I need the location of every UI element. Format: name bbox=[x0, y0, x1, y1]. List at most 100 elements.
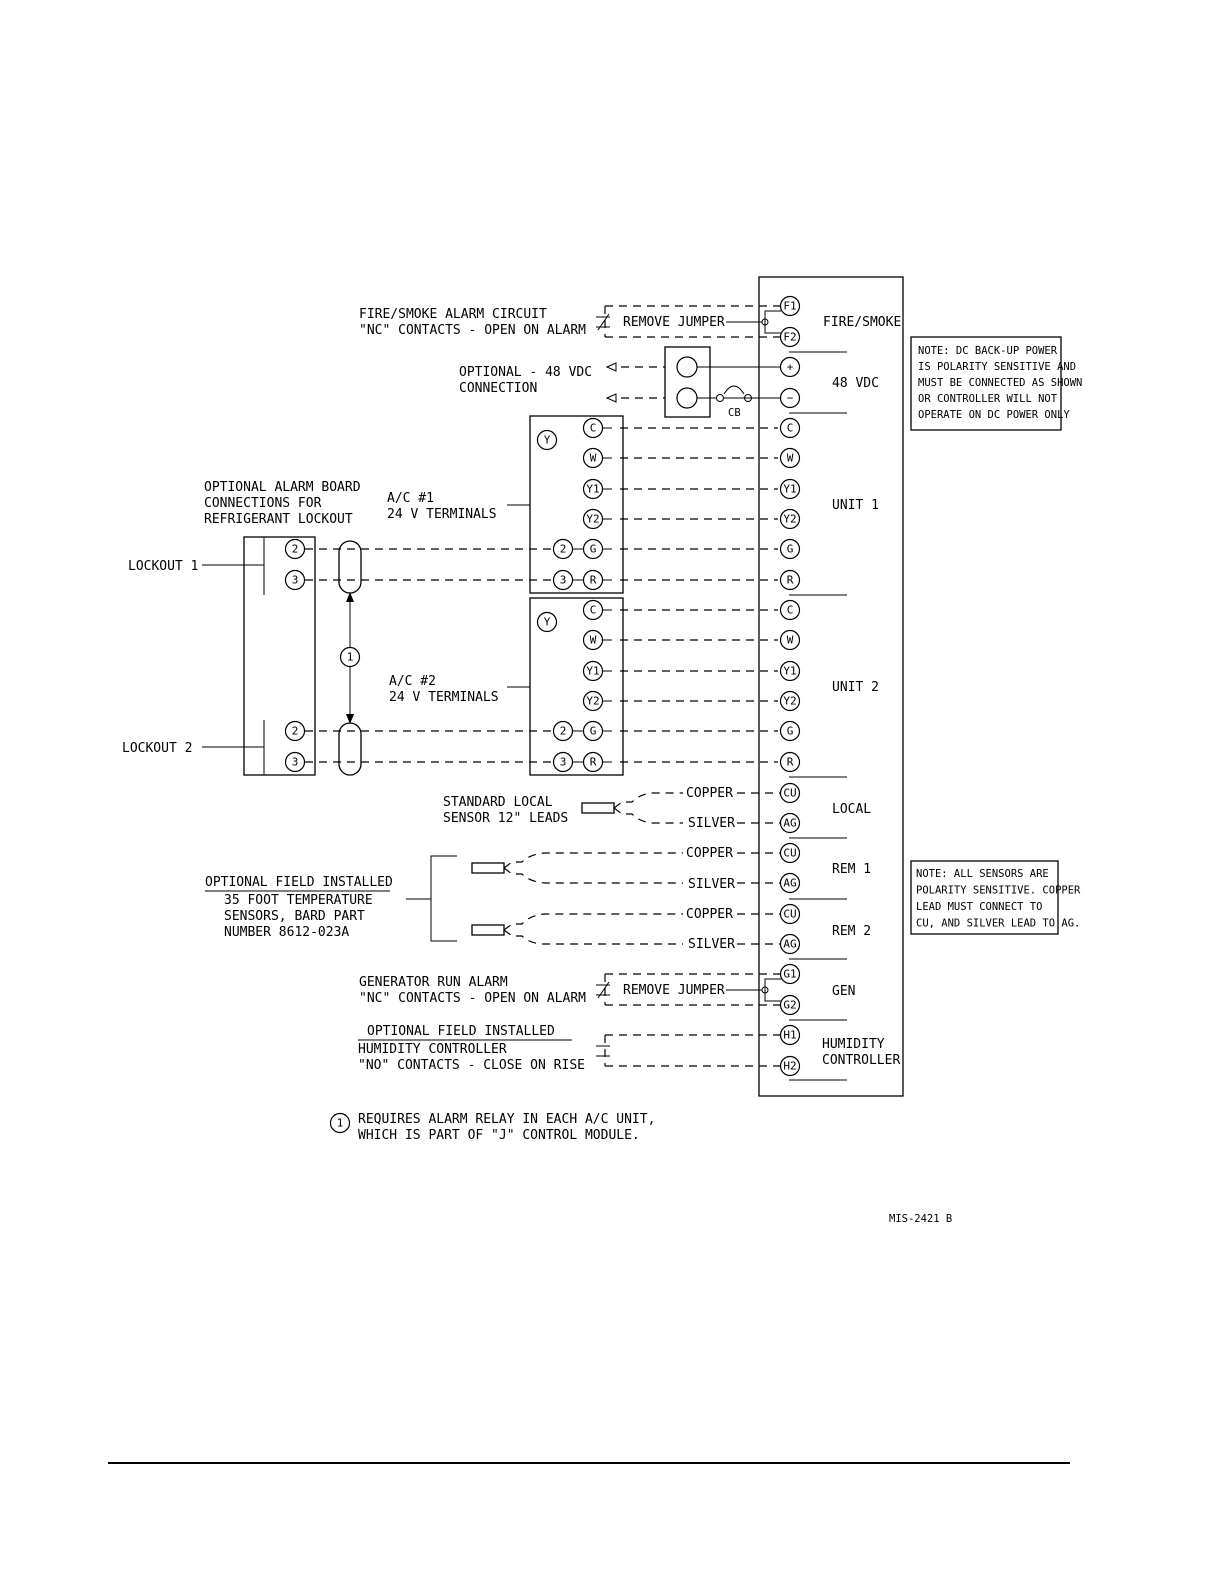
controller-gen-g1-terminal-label: G1 bbox=[783, 968, 796, 981]
standard-sensor-label-line-2: SENSOR 12" LEADS bbox=[443, 811, 568, 826]
rem1-silver-label: SILVER bbox=[688, 877, 735, 892]
lockout2-label: LOCKOUT 2 bbox=[122, 741, 192, 756]
controller-local-ag-terminal-ring bbox=[779, 812, 801, 834]
ac2-y2-terminal-ring bbox=[582, 690, 604, 712]
controller-unit-1-g-terminal-ring bbox=[779, 538, 801, 560]
dc-backup-note-line-2: IS POLARITY SENSITIVE AND bbox=[918, 361, 1076, 373]
field-sensors-label-line-1: 35 FOOT TEMPERATURE bbox=[224, 893, 373, 908]
ac1-g-terminal-ring bbox=[582, 538, 604, 560]
section-label-48-vdc: 48 VDC bbox=[832, 376, 879, 391]
dc-backup-note-box bbox=[910, 336, 1062, 431]
controller-48-vdc-minus-terminal-ring bbox=[779, 387, 801, 409]
controller-unit-2-r-terminal-ring bbox=[779, 751, 801, 773]
controller-gen-g1-terminal-ring bbox=[779, 963, 801, 985]
controller-unit-2-w-terminal-label: W bbox=[787, 634, 794, 647]
ac1-y-terminal-ring bbox=[536, 429, 558, 451]
remote-sensor2-probe bbox=[471, 924, 505, 936]
ac1-alarm-3-terminal-ring bbox=[552, 569, 574, 591]
controller-fire-smoke-f2-terminal-ring bbox=[779, 326, 801, 348]
dc-backup-note-line-5: OPERATE ON DC POWER ONLY bbox=[918, 409, 1070, 421]
ac2-w-terminal-label: W bbox=[590, 634, 597, 647]
ac2-y1-terminal-label: Y1 bbox=[586, 665, 599, 678]
ac2-r-terminal-ring bbox=[582, 751, 604, 773]
ac1-y-terminal-label: Y bbox=[544, 434, 551, 447]
alarm-board-1-3-terminal-label: 3 bbox=[292, 574, 299, 587]
ac1-g-terminal-label: G bbox=[590, 543, 597, 556]
controller-local-ag-terminal-label: AG bbox=[783, 817, 796, 830]
alarm-board-label-line-3: REFRIGERANT LOCKOUT bbox=[204, 512, 353, 527]
ac1-y2-terminal-label: Y2 bbox=[586, 513, 599, 526]
ac1-alarm-3-terminal-label: 3 bbox=[560, 574, 567, 587]
rem1-copper-label: COPPER bbox=[686, 846, 733, 861]
ac2-w-terminal-ring bbox=[582, 629, 604, 651]
controller-unit-1-y1-terminal-ring bbox=[779, 478, 801, 500]
section-label-humidity-controller-2: CONTROLLER bbox=[822, 1053, 900, 1068]
controller-unit-1-y1-terminal-label: Y1 bbox=[783, 483, 796, 496]
controller-fire-smoke-f2-terminal-label: F2 bbox=[783, 331, 796, 344]
controller-unit-2-w-terminal-ring bbox=[779, 629, 801, 651]
ac2-y1-terminal-ring bbox=[582, 660, 604, 682]
lockout1-label: LOCKOUT 1 bbox=[128, 559, 198, 574]
section-label-rem-2: REM 2 bbox=[832, 924, 871, 939]
circuit-breaker-label: CB bbox=[728, 407, 741, 419]
local-silver-label: SILVER bbox=[688, 816, 735, 831]
rem2-silver-label: SILVER bbox=[688, 937, 735, 952]
controller-unit-1-c-terminal-ring bbox=[779, 417, 801, 439]
controller-local-cu-terminal-label: CU bbox=[783, 787, 796, 800]
remote-sensor1-probe bbox=[471, 862, 505, 874]
sensor-note-line-3: LEAD MUST CONNECT TO bbox=[916, 901, 1042, 913]
dc-connection-label-line-2: CONNECTION bbox=[459, 381, 537, 396]
section-label-unit-2: UNIT 2 bbox=[832, 680, 879, 695]
controller-unit-2-y1-terminal-ring bbox=[779, 660, 801, 682]
alarm-board-1-2-terminal-label: 2 bbox=[292, 543, 299, 556]
controller-local-cu-terminal-ring bbox=[779, 782, 801, 804]
ac1-r-terminal-ring bbox=[582, 569, 604, 591]
controller-fire-smoke-f1-terminal-ring bbox=[779, 295, 801, 317]
controller-unit-2-g-terminal-label: G bbox=[787, 725, 794, 738]
ac1-y1-terminal-ring bbox=[582, 478, 604, 500]
ac2-c-terminal-ring bbox=[582, 599, 604, 621]
relay-note-marker-terminal-ring bbox=[339, 646, 361, 668]
field-sensors-label-line-2: SENSORS, BARD PART bbox=[224, 909, 365, 924]
ac2-label-line-1: A/C #2 bbox=[389, 674, 436, 689]
controller-unit-1-w-terminal-label: W bbox=[787, 452, 794, 465]
footnote-marker-terminal-ring bbox=[329, 1112, 351, 1134]
controller-humidity-controller-h1-terminal-ring bbox=[779, 1024, 801, 1046]
ac2-c-terminal-label: C bbox=[590, 604, 597, 617]
controller-gen-g2-terminal-label: G2 bbox=[783, 999, 796, 1012]
ac1-w-terminal-ring bbox=[582, 447, 604, 469]
ac2-g-terminal-label: G bbox=[590, 725, 597, 738]
ac2-alarm-3-terminal-ring bbox=[552, 751, 574, 773]
controller-rem-1-ag-terminal-label: AG bbox=[783, 877, 796, 890]
alarm-board-1-3-terminal-ring bbox=[284, 569, 306, 591]
ac2-y-terminal-ring bbox=[536, 611, 558, 633]
section-label-humidity-controller-1: HUMIDITY bbox=[822, 1037, 885, 1052]
controller-unit-1-w-terminal-ring bbox=[779, 447, 801, 469]
field-sensors-title: OPTIONAL FIELD INSTALLED bbox=[205, 875, 393, 890]
ac2-g-terminal-ring bbox=[582, 720, 604, 742]
ac1-alarm-2-terminal-ring bbox=[552, 538, 574, 560]
controller-terminal-block bbox=[758, 276, 904, 1097]
controller-rem-2-ag-terminal-ring bbox=[779, 933, 801, 955]
controller-unit-2-y2-terminal-ring bbox=[779, 690, 801, 712]
controller-unit-2-y1-terminal-label: Y1 bbox=[783, 665, 796, 678]
alarm-board-2-3-terminal-ring bbox=[284, 751, 306, 773]
generator-label-line-1: GENERATOR RUN ALARM bbox=[359, 975, 508, 990]
controller-gen-g2-terminal-ring bbox=[779, 994, 801, 1016]
dc-backup-note-line-4: OR CONTROLLER WILL NOT bbox=[918, 393, 1058, 405]
fire-smoke-label-line-2: "NC" CONTACTS - OPEN ON ALARM bbox=[359, 323, 586, 338]
controller-unit-2-c-terminal-label: C bbox=[787, 604, 794, 617]
ac2-label-line-2: 24 V TERMINALS bbox=[389, 690, 499, 705]
controller-humidity-controller-h2-terminal-label: H2 bbox=[783, 1060, 796, 1073]
fire-smoke-label-line-1: FIRE/SMOKE ALARM CIRCUIT bbox=[359, 307, 547, 322]
controller-rem-1-ag-terminal-ring bbox=[779, 872, 801, 894]
ac1-alarm-2-terminal-label: 2 bbox=[560, 543, 567, 556]
alarm-board-1-2-terminal-ring bbox=[284, 538, 306, 560]
controller-humidity-controller-h1-terminal-label: H1 bbox=[783, 1029, 796, 1042]
dc-connection-label-line-1: OPTIONAL - 48 VDC bbox=[459, 365, 592, 380]
controller-unit-2-c-terminal-ring bbox=[779, 599, 801, 621]
static-linework bbox=[108, 276, 1070, 1464]
humidity-title: OPTIONAL FIELD INSTALLED bbox=[367, 1024, 555, 1039]
section-label-unit-1: UNIT 1 bbox=[832, 498, 879, 513]
alarm-board bbox=[243, 536, 316, 776]
